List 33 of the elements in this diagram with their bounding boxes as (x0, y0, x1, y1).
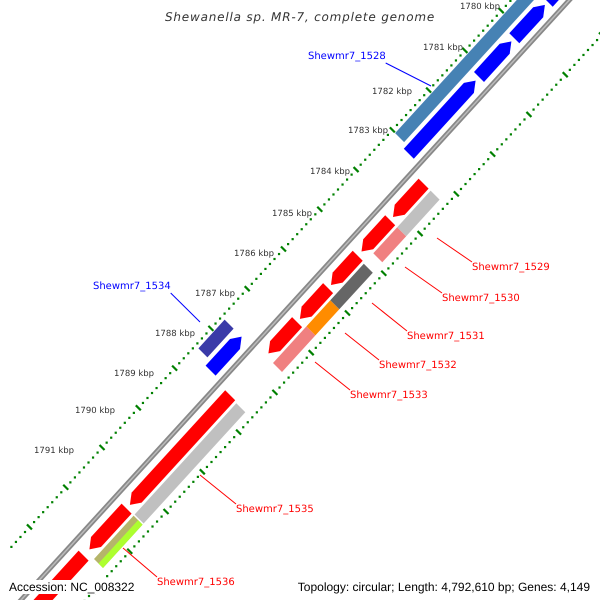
gene-label: Shewmr7_1534 (93, 281, 171, 293)
tick-label: 1781 kbp (423, 43, 464, 53)
leader-line (122, 548, 158, 578)
leader-line (344, 332, 380, 360)
gene-label: Shewmr7_1536 (157, 577, 235, 589)
tick-label: 1789 kbp (114, 369, 154, 379)
leader-line (404, 266, 442, 294)
tick-label: 1786 kbp (234, 249, 274, 259)
tick-label: 1783 kbp (348, 126, 388, 136)
gene-label: Shewmr7_1530 (442, 293, 520, 305)
leader-line (436, 238, 472, 262)
map-title: Shewanella sp. MR-7, complete genome (164, 10, 436, 24)
tick-label: 1791 kbp (34, 446, 74, 456)
gene-label: Shewmr7_1531 (407, 331, 485, 343)
tick-label: 1784 kbp (310, 167, 350, 177)
tick-label: 1790 kbp (75, 406, 116, 416)
gene-label: Shewmr7_1533 (350, 390, 428, 402)
tick-label: 1788 kbp (155, 329, 196, 339)
gene-label: Shewmr7_1529 (472, 262, 550, 274)
tick-label: 1780 kbp (460, 2, 500, 12)
accession-text: Accession: NC_008322 (9, 580, 134, 594)
genome-summary-text: Topology: circular; Length: 4,792,610 bp; Genes: 4,149 (298, 580, 590, 594)
leader-line (372, 302, 408, 332)
tick-label: 1787 kbp (195, 289, 236, 299)
tick-label: 1785 kbp (272, 209, 312, 219)
gene-label: Shewmr7_1535 (236, 504, 314, 516)
leader-line (200, 474, 236, 504)
gene-label: Shewmr7_1532 (379, 360, 457, 372)
gene-label: Shewmr7_1528 (308, 51, 386, 63)
leader-line (170, 292, 200, 322)
tick-label: 1782 kbp (372, 87, 412, 97)
leader-line (385, 62, 432, 86)
leader-line (314, 362, 350, 390)
